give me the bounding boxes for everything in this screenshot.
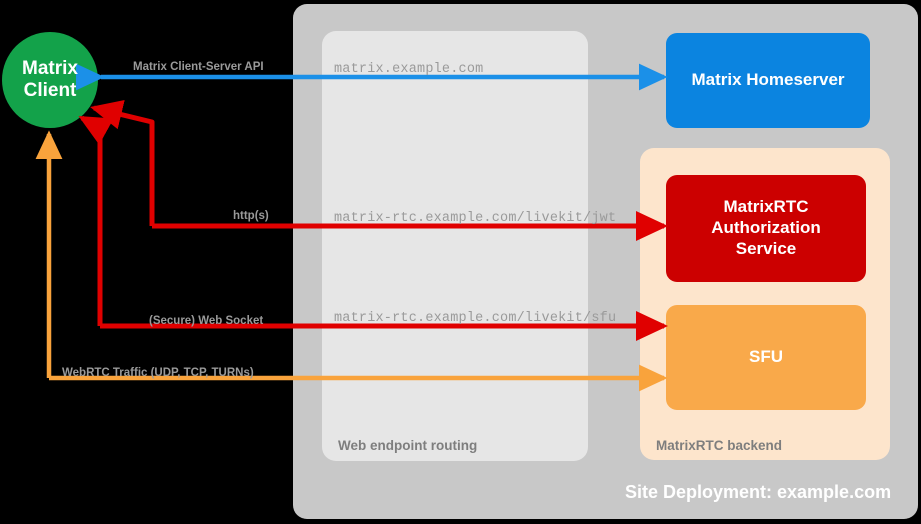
livekit-jwt-return-arrow <box>90 99 155 226</box>
matrixrtc-authorization-service-label: MatrixRTC Authorization Service <box>666 175 866 282</box>
livekit-jwt-endpoint-label: matrix-rtc.example.com/livekit/jwt <box>334 211 617 226</box>
sfu-label: SFU <box>749 347 783 367</box>
matrixrtc-authorization-service-node[interactable] <box>666 175 866 282</box>
matrix-client-node[interactable] <box>2 32 98 128</box>
cs-api-endpoint-label: matrix.example.com <box>334 62 484 77</box>
connection-livekit-jwt <box>90 99 669 241</box>
connection-webrtc-media <box>35 130 668 392</box>
sfu-node[interactable] <box>666 305 866 410</box>
webrtc-protocol-label: WebRTC Traffic (UDP, TCP, TURNs) <box>62 367 254 379</box>
livekit-jwt-protocol-label: http(s) <box>233 210 269 222</box>
auth-service-label-line2: Authorization <box>711 218 821 238</box>
livekit-sfu-protocol-label: (Secure) Web Socket <box>149 315 264 327</box>
connection-livekit-sfu <box>78 115 669 341</box>
cs-api-protocol-label: Matrix Client-Server API <box>133 61 264 73</box>
livekit-sfu-return-arrow <box>78 115 114 326</box>
matrix-client-label: Matrix Client <box>2 55 98 105</box>
auth-service-label-line1: MatrixRTC <box>723 197 809 217</box>
matrix-homeserver-label: Matrix Homeserver <box>691 70 845 90</box>
matrix-client-label-line2: Client <box>23 80 77 101</box>
matrix-client-label-line1: Matrix <box>22 58 78 80</box>
matrix-homeserver-node[interactable] <box>666 33 870 128</box>
auth-service-label-line3: Service <box>735 238 797 258</box>
web-endpoint-routing-label: Web endpoint routing <box>338 438 478 453</box>
matrixrtc-backend-label: MatrixRTC backend <box>656 438 783 453</box>
site-deployment-label: Site Deployment: example.com <box>625 482 892 502</box>
web-endpoint-routing-panel <box>322 31 588 461</box>
livekit-sfu-endpoint-label: matrix-rtc.example.com/livekit/sfu <box>334 311 617 326</box>
